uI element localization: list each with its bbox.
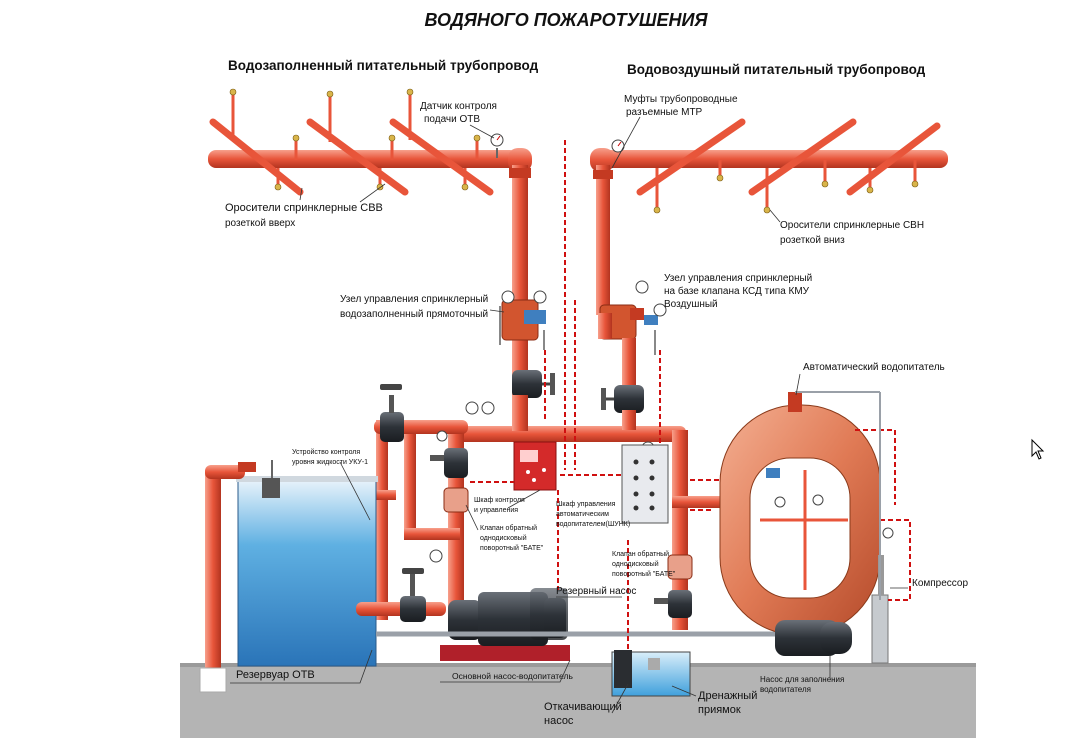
air-line	[795, 391, 881, 600]
right-node-upper-pipe	[598, 313, 612, 339]
label-svv-line1: Оросители спринклерные СВВ	[225, 202, 383, 214]
label-svv-line2: розеткой вверх	[225, 218, 295, 229]
label-node-right-line2: на базе клапана КСД типа КМУ	[664, 285, 810, 297]
label-drain-pump-line2: насос	[544, 715, 574, 727]
automatic-feeder-vessel	[719, 392, 881, 636]
label-level-device-line2: уровня жидкости УКУ-1	[292, 459, 368, 466]
label-drain-pump-line1: Откачивающий	[544, 701, 622, 713]
left-riser-pipe	[512, 165, 528, 395]
label-fill-pump-line2: водопитателя	[760, 685, 811, 694]
label-level-device-line1: Устройство контроля	[292, 448, 360, 456]
suction-riser-a	[376, 420, 388, 620]
drain-pit	[611, 650, 691, 697]
level-device-valve	[238, 462, 256, 472]
left-sprinkler-network	[208, 88, 532, 196]
level-device-box	[262, 478, 280, 498]
ground-top-edge	[180, 663, 976, 667]
gate-valve-right-riser	[601, 385, 644, 413]
label-check-valve-right-line1: Клапан обратный	[612, 550, 669, 558]
right-riser-pipe	[596, 165, 610, 315]
label-node-right-line1: Узел управления спринклерный	[664, 273, 812, 284]
reservoir-inlet-elbow	[205, 465, 245, 479]
label-feeder-cabinet-line1: Шкаф управления	[556, 501, 616, 508]
feeder-cabinet	[621, 444, 669, 524]
label-svn-line1: Оросители спринклерные СВН	[780, 220, 924, 231]
label-drain-pit-line2: приямок	[698, 704, 741, 716]
label-check-valve-left-line3: поворотный "БАТЕ"	[480, 544, 544, 552]
right-riser-coupling	[593, 170, 613, 179]
label-couplings-line2: разъемные МТР	[626, 107, 703, 118]
label-reserve-pump: Резервный насос	[556, 586, 636, 597]
right-sprinkler-network	[590, 118, 948, 214]
control-node-left	[499, 290, 547, 350]
label-feeder-cabinet-line3: водопитателем(ШУНК)	[556, 521, 630, 528]
reservoir-inlet-pit	[199, 667, 227, 693]
check-valve-right	[654, 554, 693, 618]
collector-link-right	[622, 410, 636, 430]
fill-pump	[775, 620, 852, 656]
label-drain-pit-line1: Дренажный	[698, 690, 757, 702]
label-compressor: Компрессор	[912, 578, 968, 589]
label-control-cabinet-line2: и управления	[474, 507, 518, 514]
gate-valve-top-left	[380, 384, 404, 442]
check-valve-left-lower	[443, 487, 469, 513]
label-svn-line2: розеткой вниз	[780, 235, 845, 246]
header-water-filled: Водозаполненный питательный трубопровод	[228, 58, 539, 73]
diagram-title: ВОДЯНОГО ПОЖАРОТУШЕНИЯ	[424, 10, 708, 30]
suction-riser-b	[404, 430, 416, 540]
label-control-cabinet-line1: Шкаф контроля	[474, 497, 525, 504]
left-riser-coupling	[509, 168, 531, 178]
label-check-valve-right-line3: поворотный "БАТЕ"	[612, 570, 676, 578]
feeder-link-pipe	[672, 496, 722, 508]
label-auto-feeder: Автоматический водопитатель	[803, 362, 945, 373]
reservoir-inlet-pipe	[205, 472, 221, 684]
label-feeder-cabinet-line2: автоматическим	[556, 511, 609, 518]
label-check-valve-left-line2: однодисковый	[480, 534, 527, 542]
label-node-left-line1: Узел управления спринклерный	[340, 294, 488, 305]
label-fill-pump-line1: Насос для заполнения	[760, 675, 844, 684]
label-couplings-line1: Муфты трубопроводные	[624, 93, 738, 105]
reservoir-tank	[236, 476, 378, 667]
feeder-riser	[672, 430, 688, 630]
ground-slab	[180, 665, 976, 738]
cursor-icon	[1031, 438, 1045, 460]
gate-valve-left-riser	[512, 370, 555, 398]
label-node-left-line2: водозаполненный прямоточный	[340, 309, 488, 320]
feeder-internal-piping	[760, 468, 848, 590]
signal-lines	[470, 140, 911, 650]
header-water-air: Водовоздушный питательный трубопровод	[627, 62, 926, 77]
collector-pipe-top	[454, 426, 686, 442]
label-main-pump: Основной насос-водопитатель	[452, 671, 573, 681]
sensor-gauge-left	[490, 133, 504, 158]
label-sensor-line2: подачи ОТВ	[424, 114, 480, 125]
label-reservoir: Резервуар ОТВ	[236, 669, 315, 681]
label-check-valve-right-line2: однодисковый	[612, 560, 659, 568]
label-sensor-line1: Датчик контроля	[420, 101, 497, 112]
tank-overflow-pipe	[366, 490, 396, 500]
label-node-right-line3: Воздушный	[664, 299, 718, 310]
label-check-valve-left-line1: Клапан обратный	[480, 524, 537, 532]
gate-valve-suction	[400, 568, 426, 622]
check-valve-left-upper	[430, 448, 468, 478]
reserve-pump	[530, 588, 568, 640]
suction-link	[404, 528, 460, 540]
control-cabinet	[513, 441, 557, 491]
collector-link-left	[512, 395, 528, 431]
